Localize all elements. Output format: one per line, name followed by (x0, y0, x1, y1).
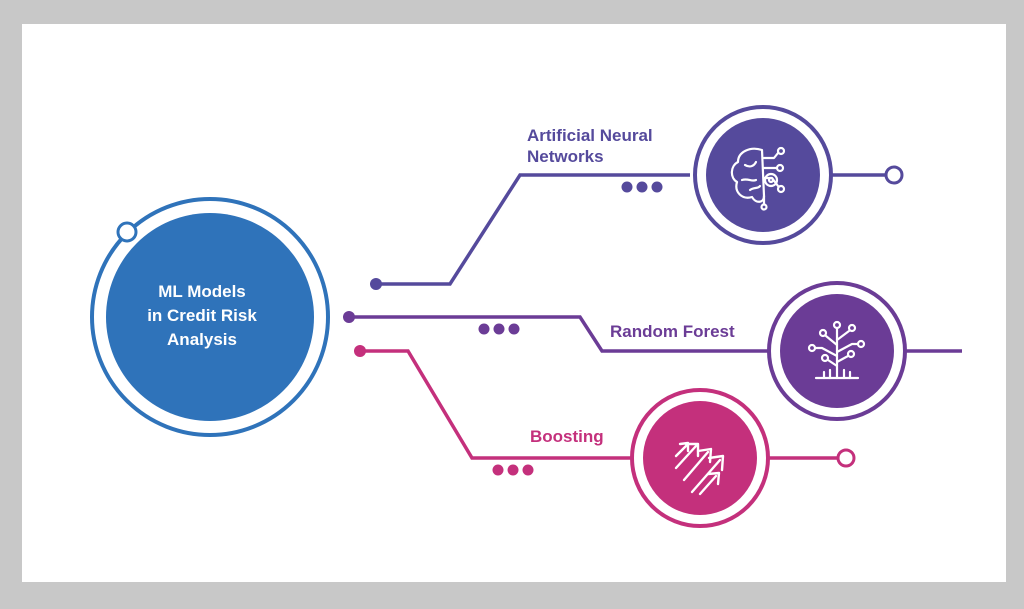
ann-label-line: Networks (527, 147, 604, 166)
rf-branch (343, 281, 962, 421)
ann-end-dot (884, 165, 904, 185)
rf-ellipsis-dots (478, 323, 520, 335)
ann-label-line: Artificial Neural (527, 126, 653, 145)
center-title-line: in Credit Risk (147, 306, 257, 325)
rf-label-line: Random Forest (610, 322, 735, 341)
boost-end-dot (836, 448, 856, 468)
center-connector-dot (116, 221, 138, 243)
boost-branch (354, 345, 856, 528)
brain-circuit-icon (730, 146, 786, 211)
rf-label: Random Forest (610, 321, 735, 342)
circuit-tree-icon (807, 320, 866, 380)
center-node (90, 197, 330, 437)
ann-branch (370, 105, 904, 290)
boost-start-dot (354, 345, 366, 357)
center-title-line: ML Models (158, 282, 246, 301)
boost-ellipsis-dots (492, 464, 534, 476)
center-title: ML Models in Credit Risk Analysis (92, 280, 312, 352)
ann-label: Artificial Neural Networks (527, 125, 653, 167)
boost-label: Boosting (530, 426, 604, 447)
rf-start-dot (343, 311, 355, 323)
center-title-line: Analysis (167, 330, 237, 349)
ann-start-dot (370, 278, 382, 290)
boost-label-line: Boosting (530, 427, 604, 446)
rising-arrows-icon (674, 441, 725, 496)
ann-ellipsis-dots (621, 181, 663, 193)
boost-node (643, 401, 757, 515)
